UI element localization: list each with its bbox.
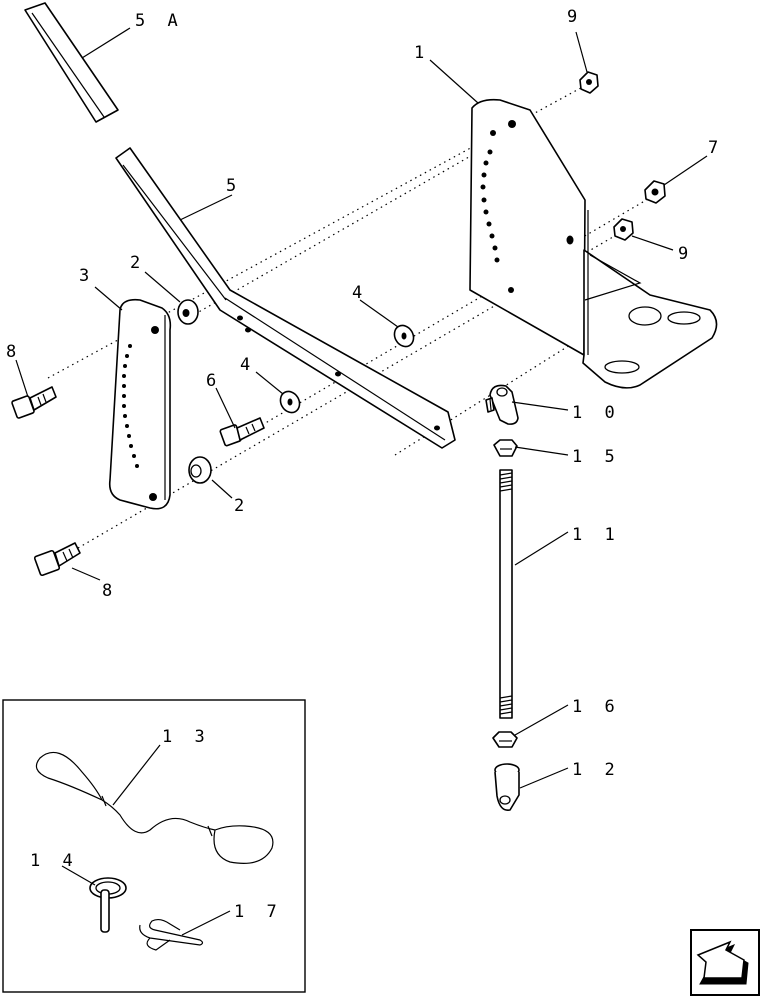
washer-upper — [393, 324, 415, 348]
bolt-upper-left — [11, 386, 57, 419]
callout-8-lower: 8 — [102, 581, 118, 601]
lock-pin — [89, 877, 127, 933]
nut-top — [579, 71, 599, 94]
callout-leaders — [15, 27, 708, 936]
callout-5a: 5 A — [135, 11, 184, 31]
plate-adjust-holes — [122, 344, 139, 468]
bracket-adjust-holes — [480, 149, 500, 263]
nav-arrow-button[interactable] — [690, 929, 760, 996]
callout-13: 1 3 — [162, 727, 211, 747]
callout-14: 1 4 — [30, 851, 79, 871]
callout-5: 5 — [226, 176, 242, 196]
nut-middle — [613, 218, 634, 241]
spacer-lower — [188, 456, 212, 484]
callout-4-lower: 4 — [240, 355, 256, 375]
rod-thread-bottom — [499, 695, 513, 715]
lanyard-cable — [35, 751, 274, 864]
spacer-upper — [177, 299, 199, 325]
nut-right — [644, 180, 666, 204]
jam-nut-upper — [493, 439, 518, 457]
grip-part-5a — [24, 2, 119, 123]
arrow-icon — [696, 940, 749, 985]
callout-9-top: 9 — [567, 7, 583, 27]
callout-16: 1 6 — [572, 697, 621, 717]
bolt-middle — [219, 417, 265, 447]
plate-part-3 — [108, 298, 172, 510]
callout-1: 1 — [414, 43, 430, 63]
callout-labels: 5 A 1 5 9 7 9 3 2 4 4 6 8 2 8 1 0 1 5 1 … — [6, 7, 724, 922]
rod-end-top — [485, 384, 519, 425]
inset-box — [2, 699, 306, 993]
hair-pin-clip — [139, 918, 204, 951]
callout-7: 7 — [708, 138, 724, 158]
bolt-lower-left — [33, 542, 81, 577]
callout-12: 1 2 — [572, 760, 621, 780]
callout-10: 1 0 — [572, 403, 621, 423]
callout-15: 1 5 — [572, 447, 621, 467]
jam-nut-lower — [492, 731, 518, 748]
callout-8-upper: 8 — [6, 342, 22, 362]
rod-end-bottom — [494, 763, 520, 812]
callout-9-middle: 9 — [678, 244, 694, 264]
rod-thread-top — [499, 472, 513, 492]
callout-4-upper: 4 — [352, 283, 368, 303]
washer-lower — [279, 390, 301, 414]
bracket-part-1 — [469, 98, 718, 389]
threaded-rod — [499, 469, 513, 719]
callout-6: 6 — [206, 371, 222, 391]
callout-11: 1 1 — [572, 525, 621, 545]
callout-3: 3 — [79, 266, 95, 286]
callout-17: 1 7 — [234, 902, 283, 922]
callout-2-upper: 2 — [130, 253, 146, 273]
lever-part-5 — [115, 147, 456, 449]
callout-2-lower: 2 — [234, 496, 250, 516]
